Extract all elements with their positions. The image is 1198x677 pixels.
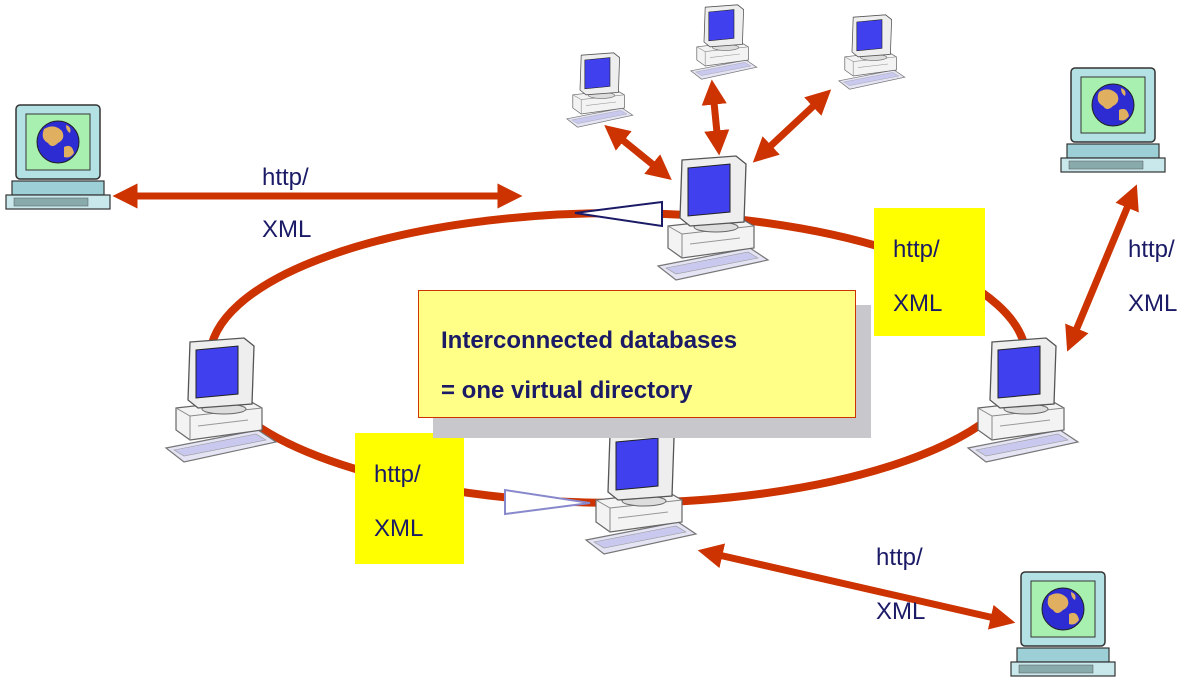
- desktop-computer-icon: [165, 337, 277, 463]
- link-label-protocol: http/: [1128, 236, 1175, 263]
- desktop-computer-icon: [566, 52, 634, 128]
- link-label-protocol: http/: [374, 461, 421, 488]
- callout-line-1: Interconnected databases: [441, 327, 738, 354]
- callout-line-2: = one virtual directory: [441, 377, 693, 404]
- link-arrow-right: [1065, 184, 1139, 352]
- link-label-box: http/ XML: [874, 208, 985, 336]
- link-label-protocol: http/: [876, 544, 923, 571]
- desktop-computer-icon: [585, 429, 697, 555]
- globe-terminal-icon: [1060, 67, 1166, 173]
- link-arrow-bottom-right: [697, 543, 1016, 630]
- link-label-format: XML: [876, 598, 926, 625]
- globe-terminal-icon: [1010, 571, 1116, 677]
- link-arrow-top-1: [604, 125, 672, 180]
- desktop-computer-icon: [967, 337, 1079, 463]
- link-label-protocol: http/: [893, 236, 940, 263]
- link-label-format: XML: [1128, 290, 1178, 317]
- flow-marker-top: [574, 200, 663, 228]
- globe-terminal-icon: [5, 104, 111, 210]
- flow-marker-bottom: [504, 488, 591, 516]
- link-label-format: XML: [262, 216, 312, 243]
- link-label-format: XML: [893, 290, 943, 317]
- desktop-computer-icon: [690, 4, 758, 80]
- link-label-box: http/ XML: [355, 433, 464, 564]
- link-arrow-top-2: [701, 79, 730, 156]
- desktop-computer-icon: [838, 14, 906, 90]
- link-arrow-top-3: [752, 89, 832, 163]
- link-label-protocol: http/: [262, 164, 309, 191]
- link-label-format: XML: [374, 515, 424, 542]
- callout-box: Interconnected databases = one virtual d…: [418, 290, 856, 418]
